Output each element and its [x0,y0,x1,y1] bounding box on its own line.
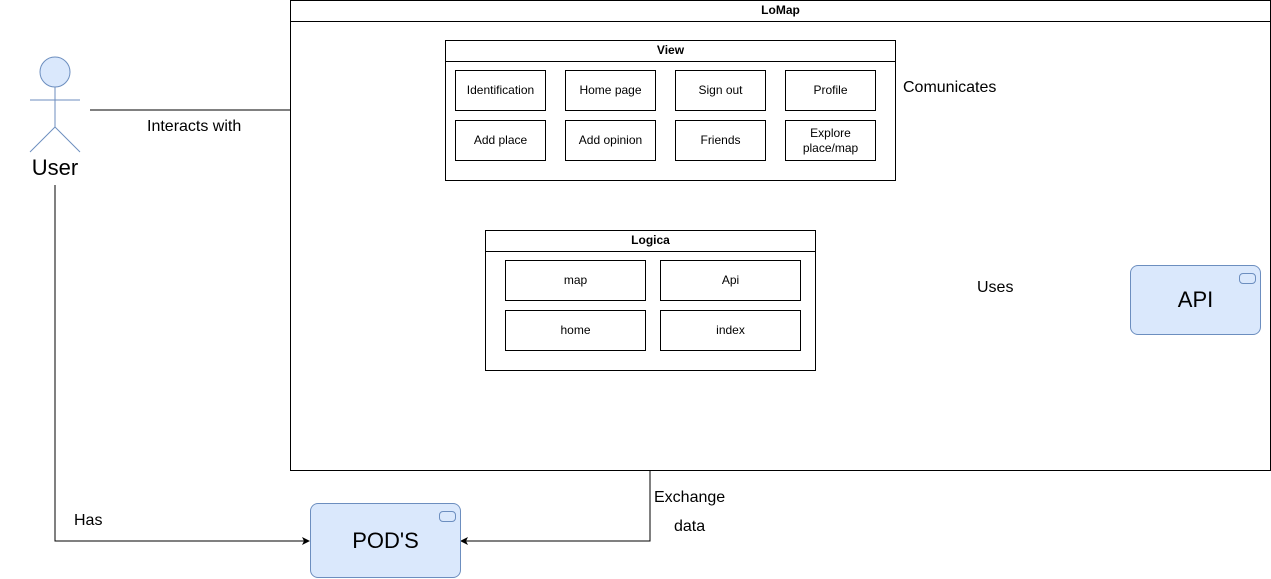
edge-label-data: data [674,518,706,535]
lomap-title: LoMap [291,1,1270,22]
view-item-add-opinion: Add opinion [565,120,656,161]
api-component: API [1130,265,1261,335]
logica-item-home: home [505,310,646,351]
pods-label: POD'S [352,527,419,553]
view-item-identification: Identification [455,70,546,111]
pods-component: POD'S [310,503,461,578]
view-title: View [446,41,895,62]
api-label: API [1177,287,1214,312]
logica-item-map: map [505,260,646,301]
view-item-sign-out: Sign out [675,70,766,111]
user-actor-icon [29,56,81,153]
component-icon [1239,273,1256,284]
view-item-add-place: Add place [455,120,546,161]
view-item-profile: Profile [785,70,876,111]
view-item-home-page: Home page [565,70,656,111]
edge-has [54,185,310,545]
component-icon [439,511,456,522]
edge-label-uses: Uses [977,279,1014,296]
logica-title: Logica [486,231,815,252]
logica-item-api: Api [660,260,801,301]
edge-label-comunicates: Comunicates [903,79,997,96]
edge-label-interacts: Interacts with [147,118,242,135]
logica-item-index: index [660,310,801,351]
user-label: User [31,155,79,180]
view-item-explore: Explore place/map [785,120,876,161]
view-item-friends: Friends [675,120,766,161]
edge-label-has: Has [74,512,103,529]
edge-label-exchange: Exchange [654,489,726,506]
